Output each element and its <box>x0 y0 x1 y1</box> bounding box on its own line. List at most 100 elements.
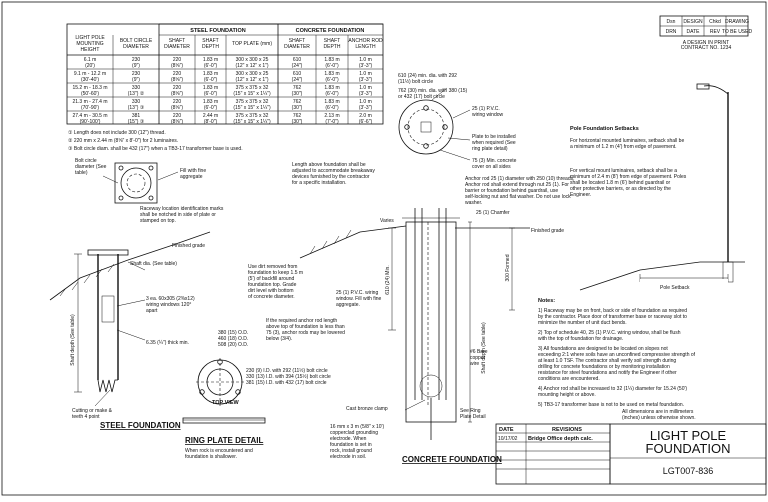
stamp-cell: Chkd <box>709 19 721 25</box>
rev-header: REVISIONS <box>552 427 582 433</box>
table-cell: 6.1 m <box>84 57 97 63</box>
table-cell: (15" x 15" x 1¼") <box>233 119 271 125</box>
ring-dimensions: 380 (15) O.D.460 (18) O.D.508 (20) O.D. <box>218 330 248 348</box>
table-cell: 2.13 m <box>324 113 339 119</box>
drawing-title-2: FOUNDATION <box>646 441 731 456</box>
stamp-cell: DATE <box>687 29 701 35</box>
table-cell: 330 <box>132 85 141 91</box>
notes-title: Notes: <box>538 298 555 304</box>
drawing-title-1: LIGHT POLE <box>650 428 727 443</box>
table-cell: (6'-0") <box>204 91 218 97</box>
ring-plate-title: RING PLATE DETAIL <box>185 436 263 445</box>
table-cell: 1.0 m <box>359 71 372 77</box>
table-header-cell: HEIGHT <box>81 47 100 53</box>
table-cell: (15") ③ <box>128 119 145 125</box>
chamfer-label: 25 (1) Chamfer <box>476 210 510 216</box>
concrete-top-plan: 610 (24) min. dia. with 292(11½) bolt ci… <box>398 73 517 170</box>
table-cell: 220 <box>173 57 182 63</box>
table-cell: 762 <box>293 99 302 105</box>
foundation-table: STEEL FOUNDATION CONCRETE FOUNDATION LIG… <box>66 23 384 125</box>
steel-finished-grade: Finished grade <box>172 243 205 249</box>
table-cell: 15.2 m - 18.3 m <box>72 85 107 91</box>
note-item: 1) Raceway may be on front, back or side… <box>538 308 687 314</box>
stamp-cell: Dsn <box>667 19 676 25</box>
note-item: exceeding 2:1 where soils have an unconf… <box>538 352 696 358</box>
concrete-depth-label: Shaft depth (See table) <box>481 322 487 374</box>
table-cell: (3'-3") <box>359 91 373 97</box>
copper-clad-note: 16 mm x 3 m (5/8" x 10')copperclad groun… <box>330 424 384 460</box>
table-cell: 220 <box>173 99 182 105</box>
pole-setback-view: Pole Foundation Setbacks For horizontal … <box>570 83 745 292</box>
table-cell: (6'-0") <box>325 63 339 69</box>
table-cell: (8⅝") <box>171 119 183 125</box>
table-cell: (8⅝") <box>171 105 183 111</box>
table-cell: 1.83 m <box>203 85 218 91</box>
table-header-cell: SHAFT <box>289 38 305 44</box>
table-cell: 1.83 m <box>324 99 339 105</box>
table-header-cell: LIGHT POLE <box>75 35 105 41</box>
table-cell: (30") <box>292 105 303 111</box>
steel-depth-label: Shaft depth (See table) <box>70 314 76 366</box>
concrete-min-dia-1: 610 (24) min. dia. with 292(11½) bolt ci… <box>398 73 457 85</box>
table-cell: 610 <box>293 71 302 77</box>
note-item: 2) Top of schedule 40, 25 (1) P.V.C. wir… <box>538 330 681 336</box>
table-cell: (15" x 15" x 1¼") <box>233 105 271 111</box>
table-cell: (30'-40') <box>81 77 99 83</box>
table-cell: (6'-0") <box>204 77 218 83</box>
table-cell: 230 <box>132 71 141 77</box>
table-cell: 1.0 m <box>359 57 372 63</box>
table-cell: 1.83 m <box>203 99 218 105</box>
table-header-cell: DEPTH <box>324 44 341 50</box>
table-cell: (8⅝") <box>171 91 183 97</box>
table-cell: (6'-0") <box>204 63 218 69</box>
table-cell: (6'-0") <box>325 105 339 111</box>
table-cell: (3'-3") <box>359 105 373 111</box>
stamp-cell: DRAWING <box>725 19 749 25</box>
table-cell: (8⅝") <box>171 77 183 83</box>
cutting-teeth-label: Cutting or make &teeth 4 point <box>72 408 113 420</box>
table-cell: 375 x 375 x 32 <box>236 85 269 91</box>
table-cell: 375 x 375 x 32 <box>236 99 269 105</box>
stamp-cell: TO BE USED <box>722 29 753 35</box>
general-notes: Notes: 1) Raceway may be on front, back … <box>538 298 696 421</box>
steel-group-header: STEEL FOUNDATION <box>190 28 245 34</box>
table-cell: (50'-60') <box>81 91 99 97</box>
steel-foundation-view: Shaft depth (See table) Finished grade S… <box>49 231 211 430</box>
table-cell: 300 x 300 x 25 <box>236 71 269 77</box>
wiring-window-label: 25 (1) P.V.C.wiring window <box>472 106 504 118</box>
anchor-rod-note: Anchor rod 25 (1) diameter with 250 (10)… <box>465 176 575 206</box>
notes-list: 1) Raceway may be on front, back or side… <box>538 308 696 408</box>
table-cell: 1.83 m <box>324 57 339 63</box>
table-cell: (15" x 15" x 1¼") <box>233 91 271 97</box>
table-cell: (3'-3") <box>359 63 373 69</box>
stamp-cell: DESIGN <box>683 19 703 25</box>
table-cell: (8⅝") <box>171 63 183 69</box>
note-item: 5) TB3-17 transformer base is not to be … <box>538 402 684 408</box>
thickness-label: 6.35 (¼") thick min. <box>146 340 189 346</box>
table-cell: (24") <box>292 63 303 69</box>
revision-block: DATE REVISIONS 10/17/02 Bridge Office de… <box>495 423 611 485</box>
steel-foundation-title: STEEL FOUNDATION <box>100 421 181 430</box>
table-header-cell: MOUNTING <box>76 41 103 47</box>
table-cell: 27.4 m - 30.5 m <box>72 113 107 119</box>
table-cell: 230 <box>132 57 141 63</box>
table-header-cell: DEPTH <box>202 44 219 50</box>
table-cell: (90'-100') <box>80 119 101 125</box>
table-cell: (6'-6") <box>359 119 373 125</box>
table-cell: (9") <box>132 77 140 83</box>
table-note-2: ② 220 mm x 2.44 m (8⅝" x 8'-0") for 2 lu… <box>68 138 178 144</box>
note-item: mounting height or above. <box>538 392 596 398</box>
